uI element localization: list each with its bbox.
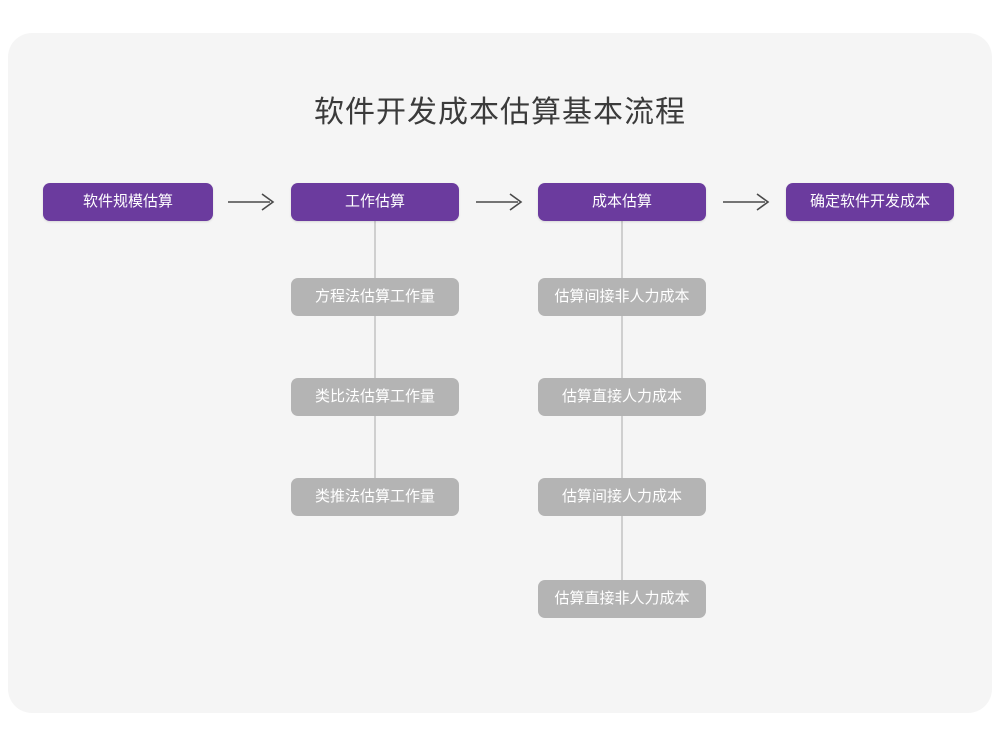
node-determine-development-cost[interactable]: 确定软件开发成本 — [786, 183, 954, 221]
substep-analogy-method-workload[interactable]: 类比法估算工作量 — [291, 378, 459, 416]
page-title: 软件开发成本估算基本流程 — [314, 96, 686, 129]
substep-direct-labor-cost[interactable]: 估算直接人力成本 — [538, 378, 706, 416]
content-card — [8, 33, 992, 713]
arrow-right-icon-3 — [721, 189, 773, 215]
substep-indirect-non-labor-cost[interactable]: 估算间接非人力成本 — [538, 278, 706, 316]
substep-direct-non-labor-cost[interactable]: 估算直接非人力成本 — [538, 580, 706, 618]
node-cost-estimation[interactable]: 成本估算 — [538, 183, 706, 221]
substep-inference-method-workload[interactable]: 类推法估算工作量 — [291, 478, 459, 516]
substep-equation-method-workload[interactable]: 方程法估算工作量 — [291, 278, 459, 316]
arrow-right-icon-1 — [226, 189, 278, 215]
arrow-right-icon-2 — [474, 189, 526, 215]
node-software-size-estimation[interactable]: 软件规模估算 — [43, 183, 213, 221]
node-work-estimation[interactable]: 工作估算 — [291, 183, 459, 221]
connector-line-work-estimation — [374, 211, 376, 497]
substep-indirect-labor-cost[interactable]: 估算间接人力成本 — [538, 478, 706, 516]
